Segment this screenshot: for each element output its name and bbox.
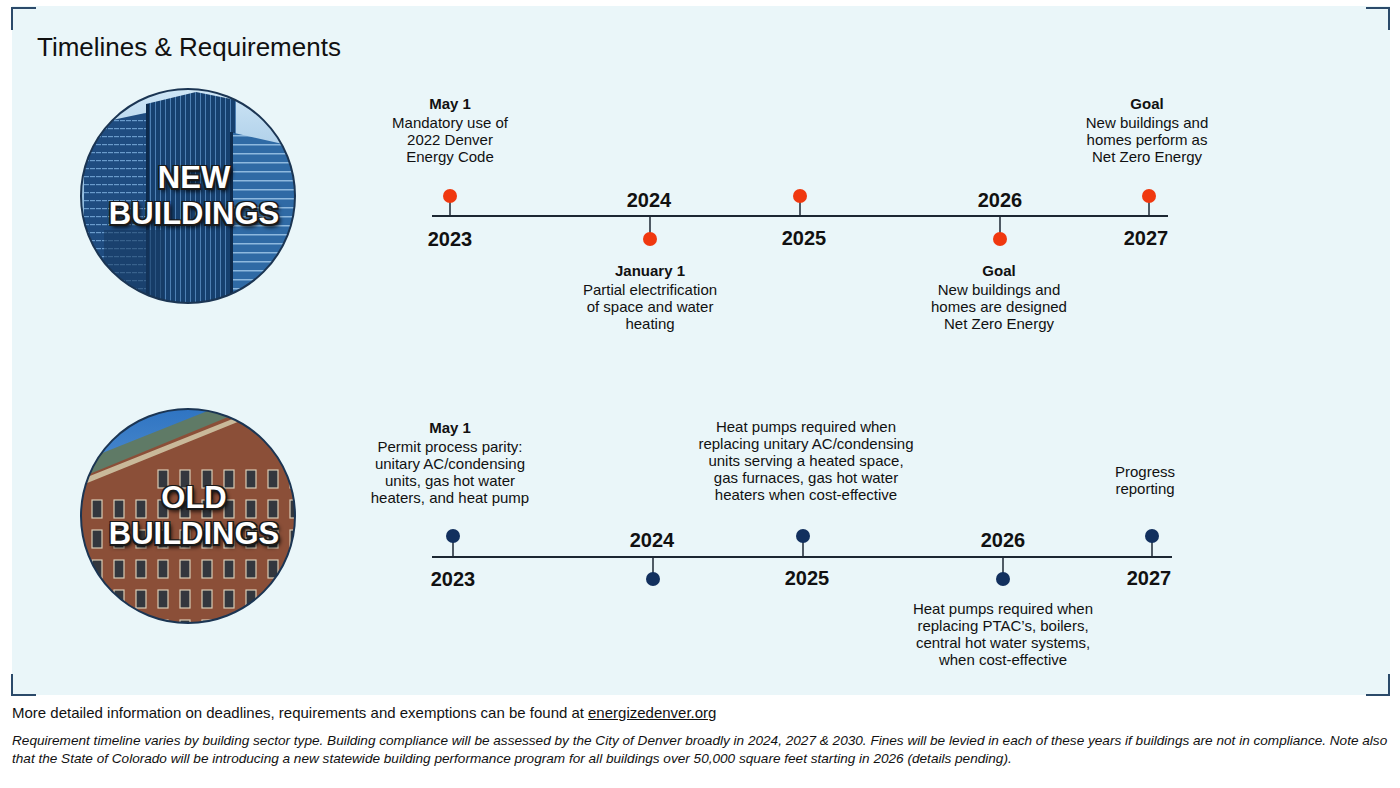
window: [246, 500, 256, 518]
window: [202, 560, 212, 578]
window: [180, 560, 190, 578]
timeline-axis: [432, 556, 1172, 558]
old-buildings-photo: [80, 394, 300, 638]
timeline-dot: [1142, 189, 1156, 203]
window: [202, 590, 212, 608]
date-heading: May 1: [390, 419, 510, 436]
timeline-dot: [796, 529, 810, 543]
window: [224, 560, 234, 578]
building-circle: OLD BUILDINGS: [80, 408, 296, 624]
date-heading: January 1: [590, 262, 710, 279]
footnote: Requirement timeline varies by building …: [12, 732, 1390, 768]
window: [246, 620, 256, 638]
year-label: 2025: [764, 226, 844, 250]
window: [180, 590, 190, 608]
year-label: 2027: [1106, 226, 1186, 250]
year-label: 2023: [413, 567, 493, 591]
window: [268, 500, 278, 518]
window: [158, 560, 168, 578]
milestone-text: Partial electrification of space and wat…: [581, 281, 719, 332]
year-label: 2025: [767, 566, 847, 590]
window: [158, 590, 168, 608]
milestone-text: Heat pumps required when replacing PTAC’…: [903, 600, 1103, 668]
window-grid: [92, 470, 300, 638]
circle-label: NEW BUILDINGS: [96, 160, 292, 232]
milestone-text: Mandatory use of 2022 Denver Energy Code: [388, 114, 513, 165]
window: [158, 620, 168, 638]
year-label: 2023: [410, 227, 490, 251]
year-label: 2026: [960, 188, 1040, 212]
window: [92, 530, 102, 548]
window: [92, 590, 102, 608]
window: [114, 500, 124, 518]
tower-shadow: [104, 230, 164, 310]
window: [224, 620, 234, 638]
corner-bracket: [12, 8, 36, 30]
window: [136, 500, 146, 518]
date-heading: Goal: [1087, 95, 1207, 112]
window: [136, 590, 146, 608]
year-label: 2026: [963, 528, 1043, 552]
window: [246, 470, 256, 488]
building-circle: NEW BUILDINGS: [80, 88, 296, 304]
corner-bracket: [1366, 674, 1389, 695]
caption: More detailed information on deadlines, …: [12, 704, 584, 722]
year-label: 2024: [612, 528, 692, 552]
window: [290, 470, 300, 488]
window: [268, 560, 278, 578]
date-heading: Goal: [939, 262, 1059, 279]
timeline-dot: [1145, 529, 1159, 543]
date-heading: May 1: [390, 95, 510, 112]
window: [114, 620, 124, 638]
milestone-text: Progress reporting: [1105, 463, 1185, 497]
timeline-dot: [446, 529, 460, 543]
milestone-text: New buildings and homes perform as Net Z…: [1077, 114, 1217, 165]
window: [92, 620, 102, 638]
window: [92, 560, 102, 578]
window: [268, 590, 278, 608]
milestone-text: Permit process parity: unitary AC/conden…: [368, 438, 533, 506]
timeline-dot: [793, 189, 807, 203]
window: [224, 590, 234, 608]
timeline-dot: [993, 232, 1007, 246]
window: [92, 500, 102, 518]
corner-bracket: [12, 674, 36, 695]
window: [290, 620, 300, 638]
window: [290, 530, 300, 548]
chart-title: Timelines & Requirements: [37, 31, 341, 63]
window: [136, 620, 146, 638]
window: [246, 590, 256, 608]
window: [246, 560, 256, 578]
website-link: energizedenver.org: [588, 704, 716, 722]
brick-facade: [80, 404, 300, 630]
timeline-dot: [443, 189, 457, 203]
timeline-dot: [646, 572, 660, 586]
new-buildings-photo: [80, 88, 300, 310]
milestone-text: Heat pumps required when replacing unita…: [696, 418, 917, 503]
window: [136, 560, 146, 578]
circle-label: OLD BUILDINGS: [96, 480, 292, 552]
window: [268, 470, 278, 488]
window: [290, 590, 300, 608]
year-label: 2027: [1109, 566, 1189, 590]
window: [268, 620, 278, 638]
window: [290, 560, 300, 578]
timeline-dot: [996, 572, 1010, 586]
year-label: 2024: [609, 188, 689, 212]
timeline-dot: [643, 232, 657, 246]
window: [114, 560, 124, 578]
window: [114, 590, 124, 608]
milestone-text: New buildings and homes are designed Net…: [929, 281, 1069, 332]
corner-bracket: [12, 8, 1389, 695]
corner-bracket: [1366, 8, 1389, 30]
